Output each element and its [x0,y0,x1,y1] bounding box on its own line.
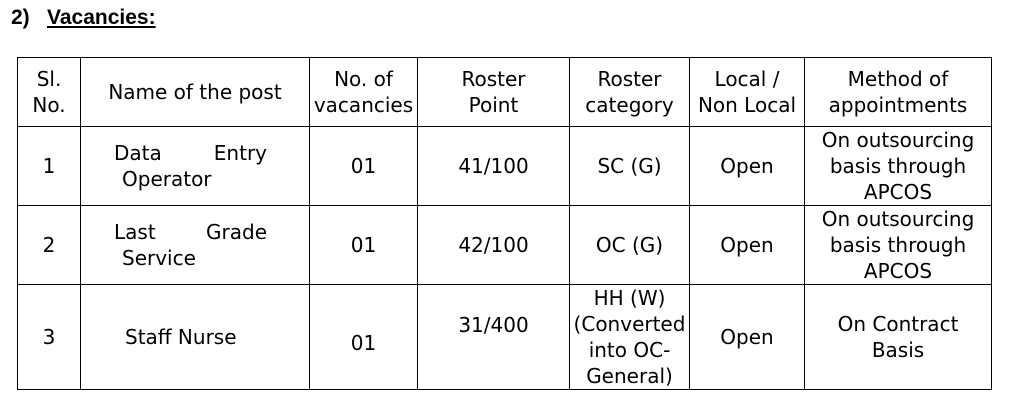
column-header-vacancies: No. of vacancies [309,57,418,127]
cell-roster-category: HH (W) (Converted into OC- General) [569,284,690,390]
table-row: 2 Last Grade Service 01 42/100 OC (G) Op… [17,205,992,285]
cell-sl-no: 2 [17,205,81,285]
cell-roster-point: 41/100 [417,126,570,206]
cell-roster-category: SC (G) [569,126,690,206]
cell-vacancies: 01 [309,284,418,390]
cell-post-name: Last Grade Service [80,205,310,285]
cell-vacancies: 01 [309,205,418,285]
column-header-local: Local / Non Local [689,57,805,127]
cell-method: On outsourcing basis through APCOS [804,205,992,285]
post-name-line2: Operator [122,167,212,191]
cell-local: Open [689,126,805,206]
cell-roster-category: OC (G) [569,205,690,285]
cell-post-name: Staff Nurse [80,284,310,390]
table-row: 1 Data Entry Operator 01 41/100 SC (G) O… [17,126,992,206]
cell-sl-no: 1 [17,126,81,206]
cell-method: On Contract Basis [804,284,992,390]
table-header-row: Sl. No. Name of the post No. of vacancie… [17,57,992,127]
table-row: 3 Staff Nurse 01 31/400 HH (W) (Converte… [17,284,992,390]
column-header-sl-no: Sl. No. [17,57,81,127]
post-name-line1: Last Grade [114,220,267,244]
post-name-line2: Service [122,246,196,270]
cell-method: On outsourcing basis through APCOS [804,126,992,206]
vacancies-table: Sl. No. Name of the post No. of vacancie… [17,57,992,390]
roster-point-value: 31/400 [458,313,529,337]
post-name-text: Staff Nurse [125,325,237,349]
section-heading: 2) Vacancies: [11,5,156,31]
column-header-post-name: Name of the post [80,57,310,127]
post-name-line1: Data Entry [114,141,267,165]
column-header-method: Method of appointments [804,57,992,127]
vacancies-value: 01 [350,331,377,355]
cell-roster-point: 31/400 [417,284,570,390]
cell-sl-no: 3 [17,284,81,390]
column-header-roster-category: Roster category [569,57,690,127]
cell-local: Open [689,205,805,285]
cell-vacancies: 01 [309,126,418,206]
section-number: 2) [11,6,30,29]
column-header-roster-point: Roster Point [417,57,570,127]
section-title: Vacancies: [47,6,156,29]
cell-local: Open [689,284,805,390]
cell-roster-point: 42/100 [417,205,570,285]
cell-post-name: Data Entry Operator [80,126,310,206]
